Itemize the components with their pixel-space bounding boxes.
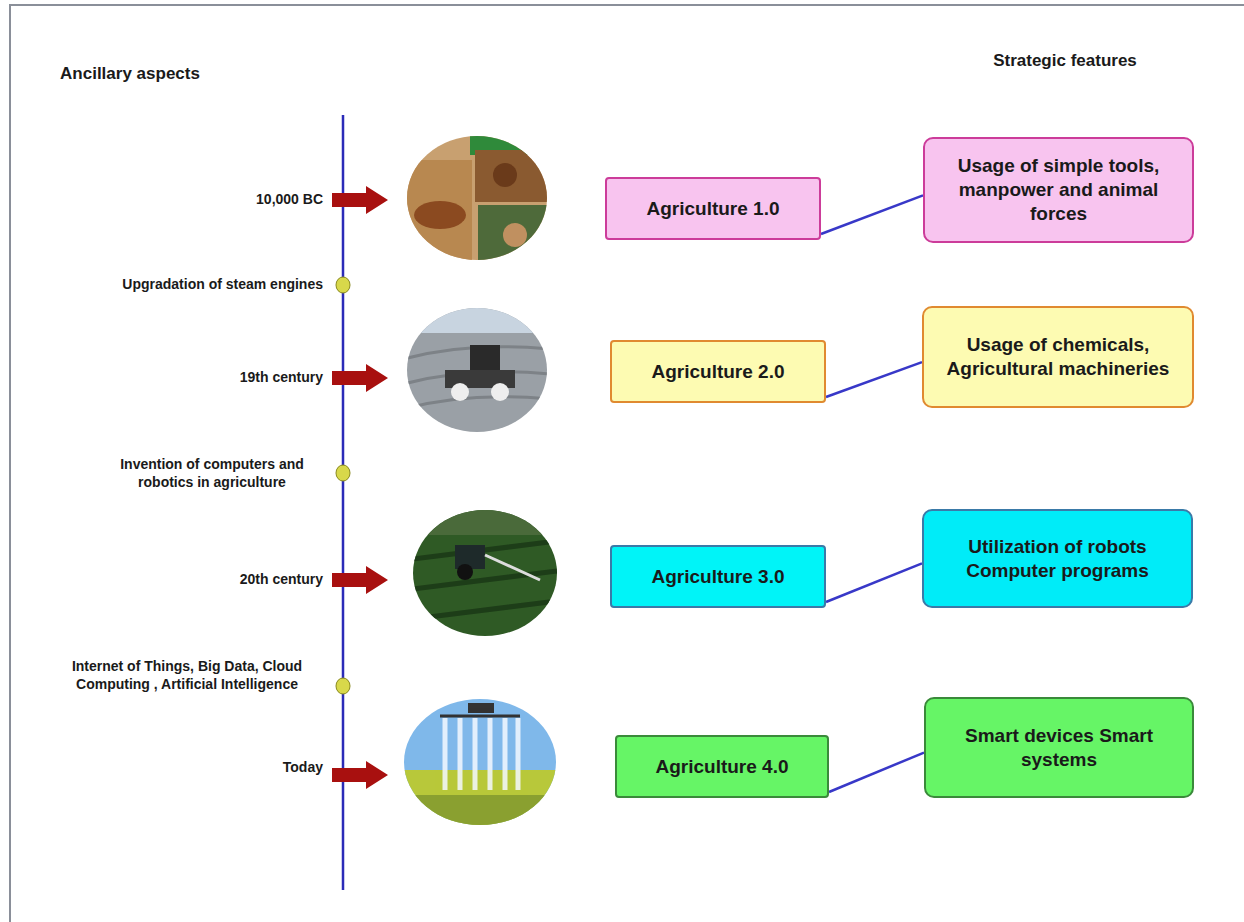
feature-text: Smart devices Smart systems	[936, 724, 1182, 772]
era-title: Agriculture 2.0	[651, 360, 784, 384]
era-box: Agriculture 4.0	[615, 735, 829, 798]
timeline-label: Today	[160, 758, 323, 776]
connector-line	[826, 362, 922, 397]
timeline-label: 19th century	[160, 368, 323, 386]
era-box: Agriculture 3.0	[610, 545, 826, 608]
timeline-label: 10,000 BC	[160, 190, 323, 208]
era-box: Agriculture 2.0	[610, 340, 826, 403]
connector-line	[829, 753, 924, 792]
connector-line	[826, 563, 922, 602]
timeline-label: 20th century	[160, 570, 323, 588]
sprayer-picture	[405, 505, 565, 645]
timeline-dots	[336, 277, 350, 694]
timeline-arrows	[332, 186, 388, 789]
feature-text: Usage of chemicals, Agricultural machine…	[934, 333, 1182, 381]
era-title: Agriculture 1.0	[646, 197, 779, 221]
column-heading: Ancillary aspects	[40, 63, 220, 85]
timeline-label: Invention of computers and robotics in a…	[92, 455, 332, 491]
era-title: Agriculture 4.0	[655, 755, 788, 779]
column-heading: Strategic features	[955, 50, 1175, 72]
feature-text: Utilization of robots Computer programs	[934, 535, 1181, 583]
feature-text: Usage of simple tools, manpower and anim…	[935, 154, 1182, 225]
early-farming-picture	[400, 130, 560, 270]
timeline-label: Upgradation of steam engines	[60, 275, 323, 293]
feature-box: Utilization of robots Computer programs	[922, 509, 1193, 608]
feature-box: Usage of chemicals, Agricultural machine…	[922, 306, 1194, 408]
frame	[10, 5, 1244, 922]
era-box: Agriculture 1.0	[605, 177, 821, 240]
era-title: Agriculture 3.0	[651, 565, 784, 589]
feature-box: Smart devices Smart systems	[924, 697, 1194, 798]
timeline-label: Internet of Things, Big Data, Cloud Comp…	[38, 657, 336, 693]
drone-picture	[400, 695, 565, 840]
tractor-picture	[400, 305, 560, 445]
connector-line	[821, 195, 923, 234]
feature-box: Usage of simple tools, manpower and anim…	[923, 137, 1194, 243]
